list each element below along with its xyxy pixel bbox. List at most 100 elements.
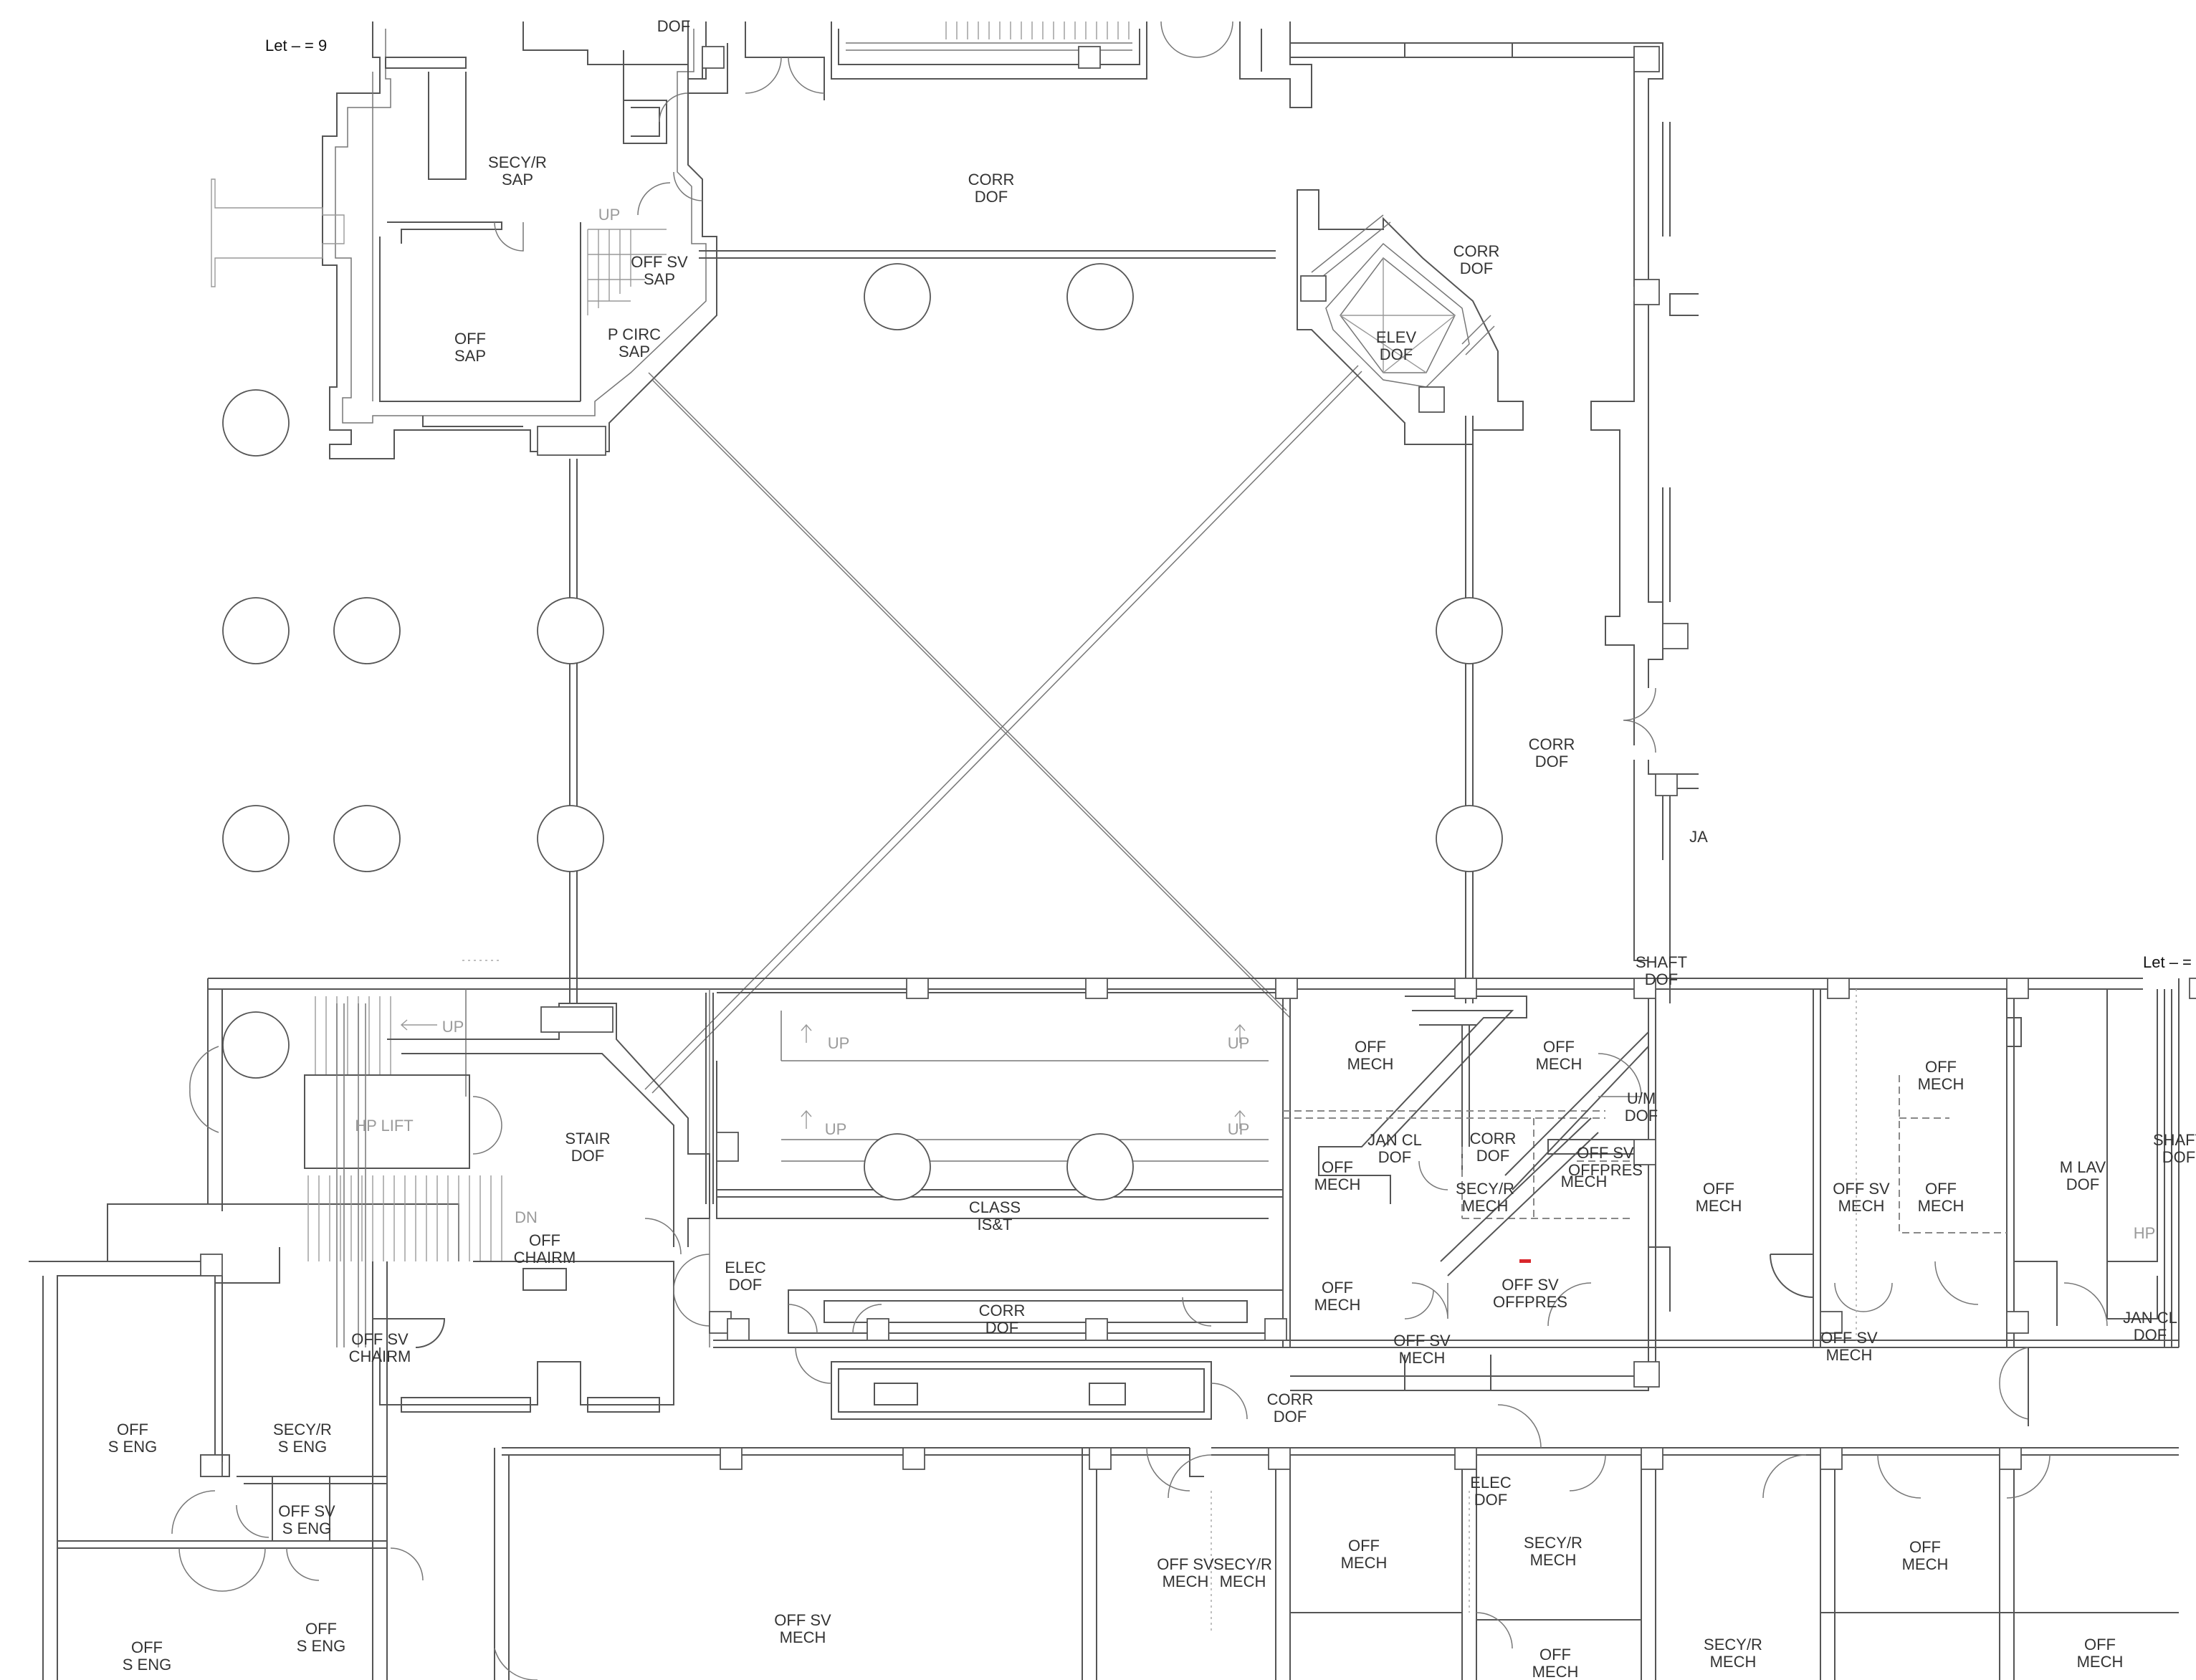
room-label-line: IS&T [978, 1216, 1013, 1233]
annotation-up: UP [442, 1018, 464, 1036]
room-label-line: OFF SV [1157, 1555, 1214, 1573]
room-label-line: SECY/R [1456, 1180, 1514, 1198]
room-label-line: CORR [1470, 1130, 1517, 1147]
room-label-line: CORR [1529, 735, 1575, 753]
room-label-line: OFF SV [351, 1330, 409, 1348]
room-label-line: MECH [1220, 1572, 1266, 1590]
room-label-line: MECH [1314, 1296, 1361, 1314]
room-label-line: U/M [1627, 1089, 1656, 1107]
room-label: MECH [1561, 1173, 1608, 1190]
room-label-line: CORR [1267, 1390, 1314, 1408]
room-label-line: CORR [1453, 242, 1500, 260]
level-marker-5: Let – = 5 [2143, 953, 2196, 971]
room-label-line: OFF [2084, 1636, 2116, 1653]
room-label-line: MECH [1918, 1197, 1965, 1215]
annotations: UP UP UP UP UP UP HP LIFT DN HP JA [355, 206, 2155, 1242]
room-label-line: SECY/R [1213, 1555, 1272, 1573]
annotation-up: UP [1228, 1120, 1250, 1138]
room-label-line: MECH [1536, 1055, 1582, 1073]
room-label-line: CORR [968, 171, 1015, 188]
annotation-up: UP [825, 1120, 847, 1138]
red-marker [1519, 1259, 1531, 1263]
room-label-line: OFF [1322, 1279, 1353, 1297]
room-label-line: DOF [1380, 345, 1413, 363]
room-label-line: DOF [1378, 1148, 1411, 1166]
room-label-line: DOF [1476, 1147, 1509, 1165]
room-label-line: DOF [975, 188, 1008, 206]
room-label-line: OFF SV [1820, 1329, 1878, 1347]
room-label-line: SECY/R [488, 153, 547, 171]
room-label-line: SAP [644, 270, 675, 288]
room-label-line: MECH [1347, 1055, 1394, 1073]
annotation-ja: JA [1689, 828, 1708, 846]
room-label-line: OFF [1925, 1058, 1957, 1076]
room-label-line: DOF [571, 1147, 604, 1165]
room-label-line: S ENG [282, 1519, 331, 1537]
room-label-line: OFF [1925, 1180, 1957, 1198]
annotation-up: UP [1228, 1034, 1250, 1052]
level-marker-9: Let – = 9 [265, 37, 327, 54]
room-label-line: MECH [1918, 1075, 1965, 1093]
room-label: DOF [657, 17, 690, 35]
room-label-line: DOF [1645, 970, 1678, 988]
room-label-line: OFF [1322, 1158, 1353, 1176]
room-label-line: MECH [1314, 1175, 1361, 1193]
room-label-line: CLASS [969, 1198, 1021, 1216]
room-label-line: SHAFT [2153, 1131, 2196, 1149]
room-label-line: DOF [657, 17, 690, 35]
room-label-line: CORR [979, 1302, 1026, 1319]
room-label-line: DOF [729, 1276, 762, 1294]
room-label-line: DOF [2066, 1175, 2099, 1193]
room-label-line: OFF SV [631, 253, 688, 271]
room-label-line: DOF [1460, 259, 1493, 277]
columns [222, 263, 1503, 1201]
room-label-line: ELEC [725, 1259, 766, 1276]
room-label-line: DOF [1474, 1491, 1507, 1509]
room-label-line: OFF [1348, 1537, 1380, 1555]
room-label-line: DOF [2162, 1148, 2195, 1166]
room-label-line: DOF [1625, 1107, 1658, 1125]
room-label-line: OFF [1355, 1038, 1386, 1056]
room-label-line: OFF [1703, 1180, 1734, 1198]
room-label-line: ELEV [1376, 328, 1417, 346]
annotation-up: UP [598, 206, 621, 224]
room-label-line: S ENG [297, 1637, 345, 1655]
room-label-line: MECH [1399, 1349, 1446, 1367]
room-label-line: OFF [305, 1620, 337, 1638]
room-label-line: SECY/R [1524, 1534, 1582, 1552]
room-label-line: OFFPRES [1493, 1293, 1567, 1311]
room-label-line: MECH [1561, 1173, 1608, 1190]
room-label-line: OFF [454, 330, 486, 348]
room-label-line: OFF SV [1502, 1276, 1559, 1294]
room-label-line: DOF [2134, 1326, 2167, 1344]
room-label-line: SHAFT [1636, 953, 1687, 971]
